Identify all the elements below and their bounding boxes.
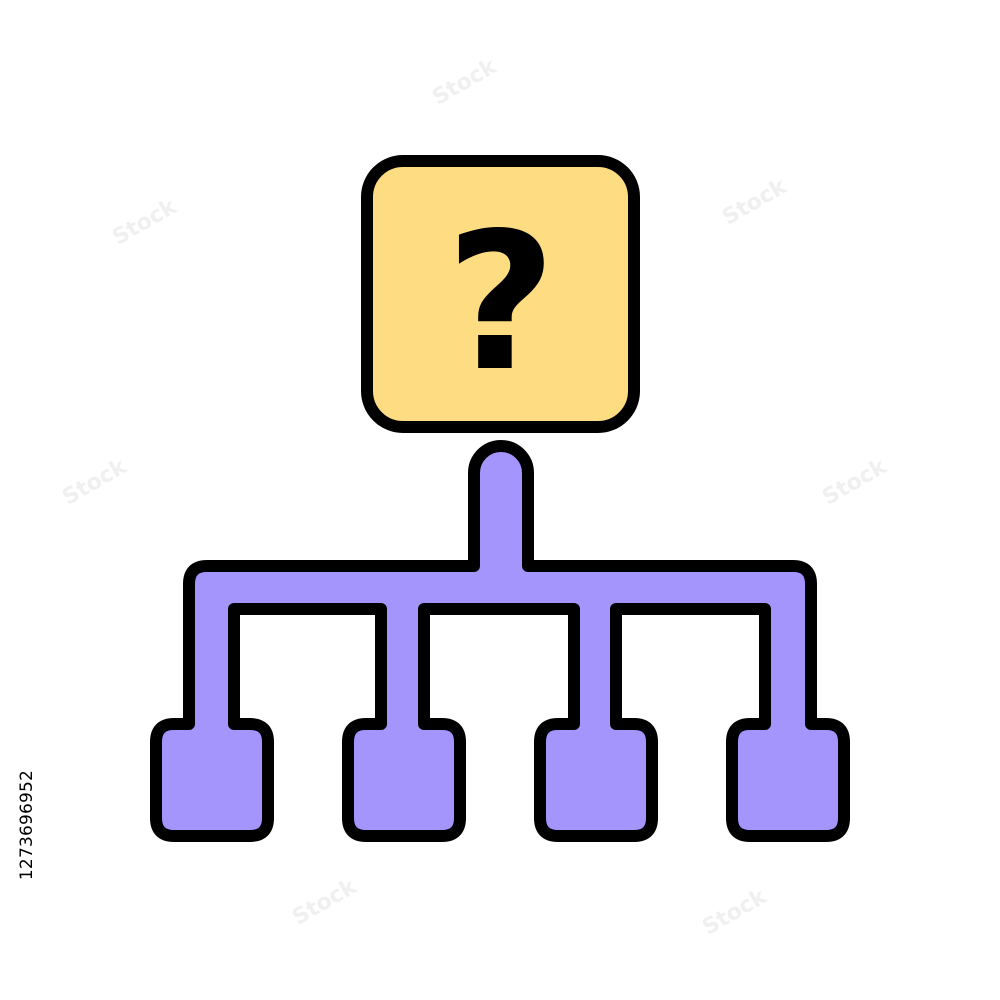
question-mark-box-icon: ? (361, 155, 640, 433)
question-mark: ? (446, 192, 556, 413)
stock-id-label: 1273696952 (17, 769, 37, 881)
question-box (361, 155, 640, 433)
org-chart-icon (150, 440, 850, 842)
